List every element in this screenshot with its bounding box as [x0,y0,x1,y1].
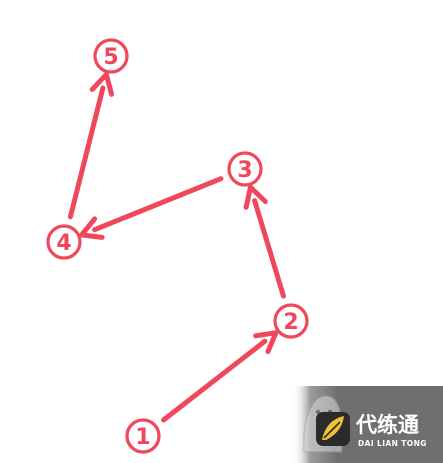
arrow-shaft [67,85,106,220]
arrow-2-to-3 [243,184,286,299]
arrow-head [79,216,105,240]
arrow-3-to-4 [79,176,224,240]
watermark-title: 代练通 [355,413,419,437]
arrow-head [243,184,268,210]
step-5-node: 5 [93,38,129,74]
step-3-node: 3 [227,151,263,187]
step-label: 1 [135,425,150,450]
step-label: 2 [283,310,298,335]
arrow-shaft [161,338,268,423]
step-1-node: 1 [125,418,161,454]
arrow-shaft [252,198,286,299]
step-4-node: 4 [46,224,82,260]
arrow-4-to-5 [67,71,115,220]
arrow-head [253,330,279,355]
step-circle [227,151,263,187]
step-label: 3 [237,158,252,183]
step-circle [93,38,129,74]
step-label: 4 [56,231,71,256]
step-circle [273,303,309,339]
arrow-shaft [92,176,224,233]
step-circle [125,418,161,454]
arrows-layer [67,71,286,423]
leaf-badge-icon [316,412,350,446]
watermark: 代练通 DAI LIAN TONG [292,386,443,463]
step-circle [46,224,82,260]
step-label: 5 [103,45,118,70]
step-2-node: 2 [273,303,309,339]
arrow-1-to-2 [161,330,279,423]
nodes-layer: 1 2 3 4 5 [46,38,309,454]
watermark-subtitle: DAI LIAN TONG [358,439,427,448]
arrow-head [89,71,115,97]
